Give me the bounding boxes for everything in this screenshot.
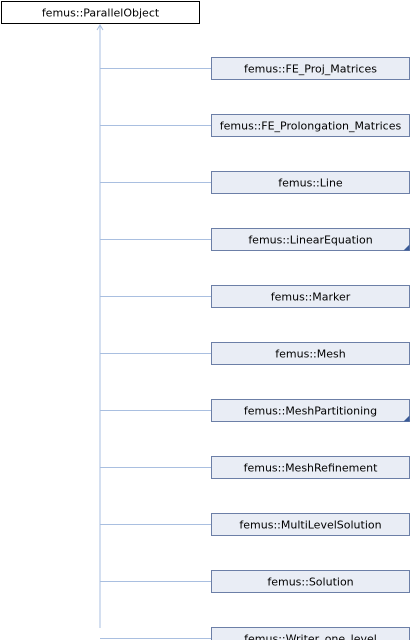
inheritance-arrow-icon [96, 24, 104, 31]
class-node-box [211, 570, 410, 593]
class-node[interactable]: femus::Writer_one_level [211, 627, 410, 640]
class-node-box [211, 399, 410, 422]
class-node[interactable]: femus::MultiLevelSolution [211, 513, 410, 536]
class-node-box [211, 57, 410, 80]
class-node-box [211, 285, 410, 308]
has-subclasses-corner-icon [403, 415, 410, 422]
has-subclasses-corner-icon [403, 244, 410, 251]
class-node-label: femus::FE_Prolongation_Matrices [220, 120, 402, 133]
class-node[interactable]: femus::Line [211, 171, 410, 194]
class-node-box [211, 342, 410, 365]
edges-group [96, 24, 212, 639]
class-node-box [211, 627, 410, 640]
child-nodes-group: femus::FE_Proj_Matricesfemus::FE_Prolong… [211, 57, 410, 640]
root-node[interactable]: femus::ParallelObject [1, 1, 200, 24]
class-node-label: femus::FE_Proj_Matrices [244, 63, 377, 76]
class-node[interactable]: femus::Mesh [211, 342, 410, 365]
class-node-label: femus::Writer_one_level [244, 633, 377, 640]
class-node-label: femus::MeshPartitioning [244, 405, 377, 418]
class-node-box [211, 456, 410, 479]
class-node-label: femus::Mesh [275, 348, 345, 361]
class-node[interactable]: femus::MeshPartitioning [211, 399, 410, 422]
root-node-box [1, 1, 200, 24]
class-node[interactable]: femus::Solution [211, 570, 410, 593]
class-node-label: femus::MeshRefinement [244, 462, 378, 475]
class-node[interactable]: femus::MeshRefinement [211, 456, 410, 479]
class-node[interactable]: femus::Marker [211, 285, 410, 308]
class-node[interactable]: femus::FE_Prolongation_Matrices [211, 114, 410, 137]
class-node-box [211, 513, 410, 536]
class-node-box [211, 114, 410, 137]
class-node-label: femus::LinearEquation [248, 234, 372, 247]
class-node-box [211, 228, 410, 251]
root-node-label: femus::ParallelObject [42, 7, 160, 20]
class-node-label: femus::Solution [267, 576, 353, 589]
class-node[interactable]: femus::FE_Proj_Matrices [211, 57, 410, 80]
class-node-box [211, 171, 410, 194]
class-node[interactable]: femus::LinearEquation [211, 228, 410, 251]
class-node-label: femus::Line [278, 177, 343, 190]
class-node-label: femus::MultiLevelSolution [239, 519, 381, 532]
class-node-label: femus::Marker [271, 291, 351, 304]
